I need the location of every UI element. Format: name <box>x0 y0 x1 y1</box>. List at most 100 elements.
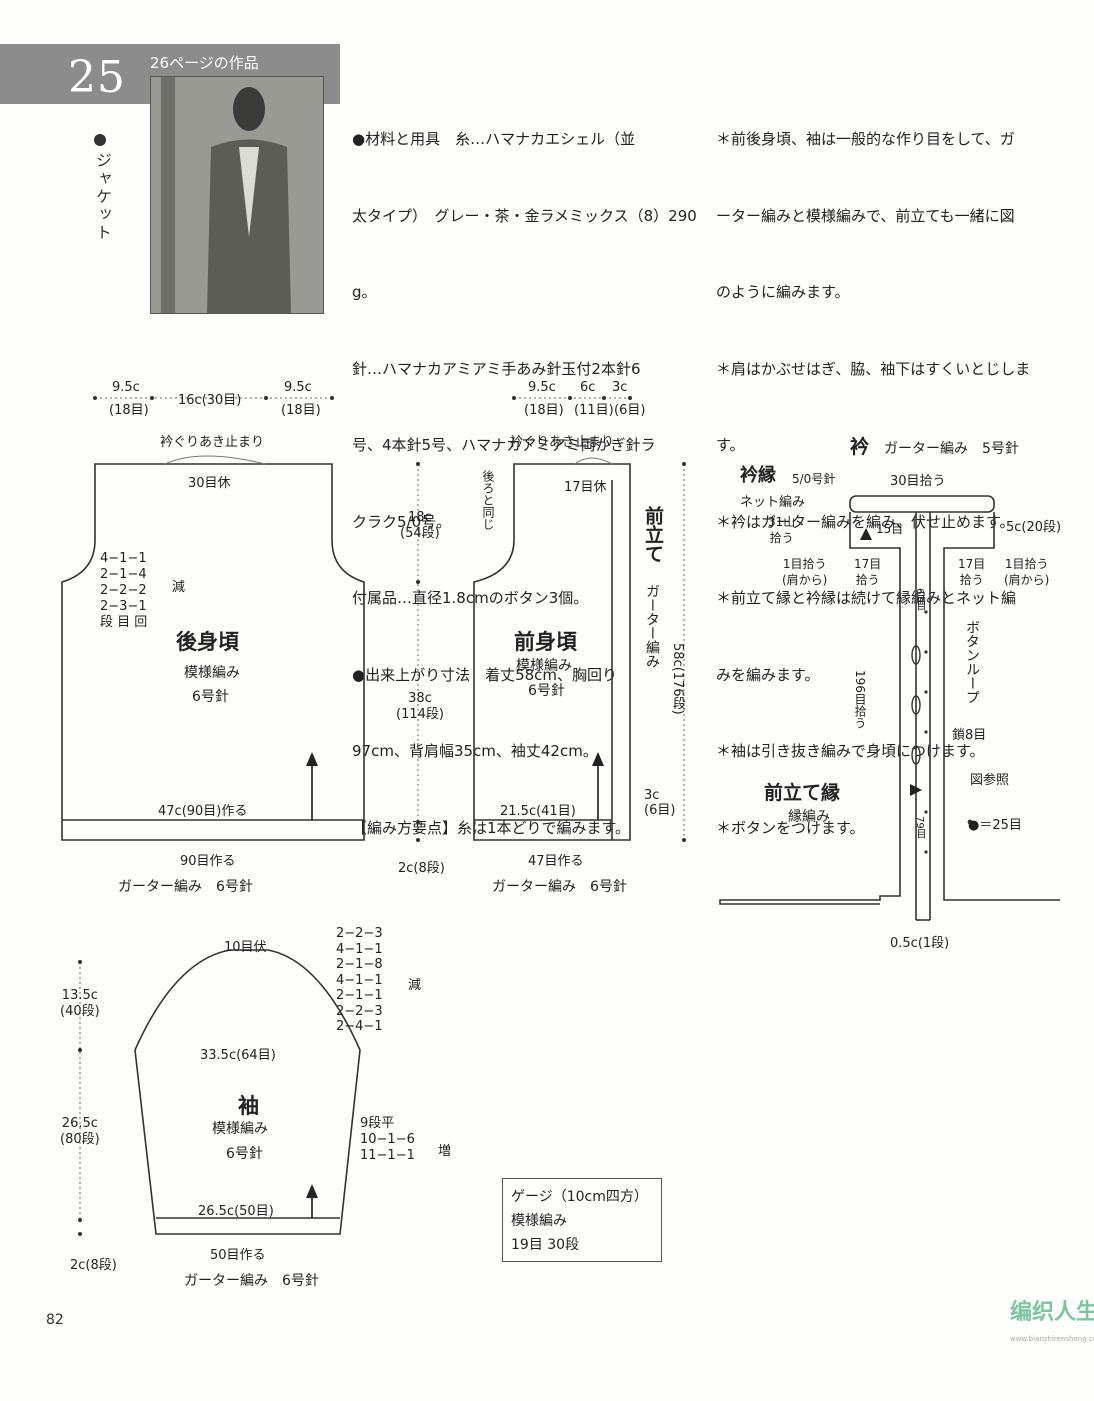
front-total-dim: 58c(176段) <box>670 643 685 715</box>
sleeve-outline <box>134 949 361 1235</box>
front-rest: 17目休 <box>564 480 607 495</box>
front-body-title: 前身頃 <box>514 630 577 654</box>
button-loop-label: ボタンループ <box>964 620 980 704</box>
gauge-stitch: 模様編み <box>511 1213 567 1229</box>
materials-line: ●出来上がり寸法 着丈58cm、胸回り <box>352 665 618 684</box>
front-placket-title: 前立て <box>642 506 664 563</box>
collar-pick30: 30目拾う <box>890 474 946 489</box>
front-dim-1: 9.5c <box>528 380 556 395</box>
collar-edge-dim: 0.5c(1段) <box>890 936 950 951</box>
page-reference: 26ページの作品 <box>150 54 259 72</box>
materials-text: ●材料と用具 糸…ハマナカエシェル（並 太タイプ） グレー・茶・金ラメミックス（… <box>352 76 697 867</box>
sleeve-upper-dim: 13.5c (40段) <box>60 988 100 1019</box>
materials-line: 太タイプ） グレー・茶・金ラメミックス（8）290 <box>352 206 697 225</box>
instruction-line: みを編みます。 <box>716 665 820 684</box>
materials-line: 針…ハマナカアミアミ手あみ針玉付2本針6 <box>352 359 641 378</box>
collar-pick1-right: 1目拾う (肩から) <box>1004 557 1050 587</box>
back-body-stitch: 模様編み <box>184 665 240 681</box>
front-width-label: 21.5c(41目) <box>500 804 576 819</box>
sleeve-lower-dim: 26.5c (80段) <box>60 1116 100 1147</box>
front-back-same: 後ろと同じ <box>481 470 495 530</box>
pattern-number: 25 <box>68 52 126 103</box>
collar-yama: 31山 拾う <box>768 515 796 545</box>
back-decrease-label: 減 <box>172 580 186 595</box>
gauge-title: ゲージ（10cm四方） <box>511 1189 648 1205</box>
collar-title: 衿 <box>850 436 870 458</box>
collar-ref: 図参照 <box>970 773 1010 788</box>
instruction-line: のように編みます。 <box>716 283 850 301</box>
collar-count67: 67目 <box>914 588 925 611</box>
collar-edge-needle: 5/0号針 <box>792 472 836 486</box>
sleeve-inc-label: 増 <box>438 1144 452 1159</box>
band-stitch: 縁編み <box>788 809 830 825</box>
button-loop <box>911 645 921 665</box>
collar-pick17-right: 17目 拾う <box>958 557 986 587</box>
back-cast-on: 90目作る <box>180 854 236 869</box>
height-garter: 2c(8段) <box>398 861 445 876</box>
front-dim-2-stitches: (11目) <box>574 403 614 418</box>
sleeve-cast-on: 50目作る <box>210 1248 266 1263</box>
collar-edge-title: 衿縁 <box>740 465 776 486</box>
back-dim-center: 16c(30目) <box>178 393 242 408</box>
button-loop <box>911 745 921 765</box>
instruction-line: ＊前立て縁と衿縁は続けて縁編みとネット編 <box>716 589 1017 607</box>
bullet-dot <box>94 134 106 146</box>
instruction-line: ＊衿はガーター編みを編み、伏せ止めます。 <box>716 512 1015 531</box>
sleeve-width-bottom: 26.5c(50目) <box>198 1204 274 1219</box>
back-dim-left: 9.5c <box>112 380 140 395</box>
collar-outline <box>719 512 1060 920</box>
materials-line: 97cm、背肩幅35cm、袖丈42cm。 <box>352 742 598 760</box>
button-loop <box>911 695 921 715</box>
materials-line: g。 <box>352 283 377 301</box>
front-body-outline <box>473 463 631 841</box>
gauge-box: ゲージ（10cm四方） 模様編み 19目 30段 <box>502 1178 662 1262</box>
watermark: 编织人生 www.bianzhirensheng.com <box>1010 1300 1094 1343</box>
front-dim-2: 6c <box>580 380 596 395</box>
instruction-line: ＊肩はかぶせはぎ、脇、袖下はすくいとじしま <box>716 359 1031 378</box>
sleeve-inc-table: 9段平 10−1−6 11−1−1 <box>360 1116 415 1163</box>
front-cast-on: 47目作る <box>528 854 584 869</box>
materials-line: 号、4本針5号、ハマナカアミアミ両かぎ針ラ <box>352 436 656 454</box>
collar-rows15: 15目 <box>876 522 904 536</box>
sleeve-width-top: 33.5c(64目) <box>200 1048 276 1063</box>
sleeve-stitch: 模様編み <box>212 1121 268 1137</box>
sleeve-needle: 6号針 <box>226 1146 263 1162</box>
sleeve-cap-label: 減 <box>408 978 422 993</box>
sleeve-title: 袖 <box>238 1094 259 1118</box>
front-garter: ガーター編み 6号針 <box>492 879 627 895</box>
back-dim-left-stitches: (18目) <box>109 403 149 418</box>
back-body-title: 後身頃 <box>176 630 239 654</box>
collar-pick196: 196目拾う <box>853 670 867 729</box>
materials-line: 【編み方要点】糸は1本どりで編みます。 <box>352 818 631 837</box>
back-neck-rest: 30目休 <box>188 476 231 491</box>
materials-line: クラク5/0号。 <box>352 512 452 531</box>
model-photo <box>150 76 324 314</box>
materials-line: ●材料と用具 糸…ハマナカエシェル（並 <box>352 130 636 148</box>
band-title: 前立て縁 <box>764 782 841 804</box>
front-body-needle: 6号針 <box>528 683 565 699</box>
instruction-line: ＊ボタンをつけます。 <box>716 818 865 837</box>
front-body-stitch: 模様編み <box>516 658 572 674</box>
back-dim-right-stitches: (18目) <box>281 403 321 418</box>
front-placket-dim: 3c (6目) <box>644 788 676 818</box>
collar-band <box>849 495 995 513</box>
back-garter: ガーター編み 6号針 <box>118 879 253 895</box>
back-body-needle: 6号針 <box>192 689 229 705</box>
page-number: 82 <box>46 1312 64 1328</box>
instruction-line: ＊前後身頃、袖は一般的な作り目をして、ガ <box>716 130 1015 148</box>
collar-count79: 79目 <box>914 816 925 839</box>
height-upper: 18c (54段) <box>400 510 440 541</box>
back-width-label: 47c(90目)作る <box>158 804 248 819</box>
sleeve-garter: ガーター編み 6号針 <box>184 1273 319 1289</box>
collar-pick1-left: 1目拾う (肩から) <box>782 557 828 587</box>
front-dim-1-stitches: (18目) <box>524 403 564 418</box>
collar-title-sub: ガーター編み 5号針 <box>884 441 1019 457</box>
collar-dim5: 5c(20段) <box>1006 520 1062 535</box>
front-placket-stitch: ガーター編み <box>644 584 660 668</box>
height-lower: 38c (114段) <box>396 691 444 722</box>
sleeve-cap-table: 2−2−3 4−1−1 2−1−8 4−1−1 2−1−1 2−2−3 2−4−… <box>336 926 383 1034</box>
item-title: ジャケット <box>93 152 112 242</box>
collar-edge-stitch: ネット編み <box>740 495 806 510</box>
collar-pick17-left: 17目 拾う <box>854 557 882 587</box>
